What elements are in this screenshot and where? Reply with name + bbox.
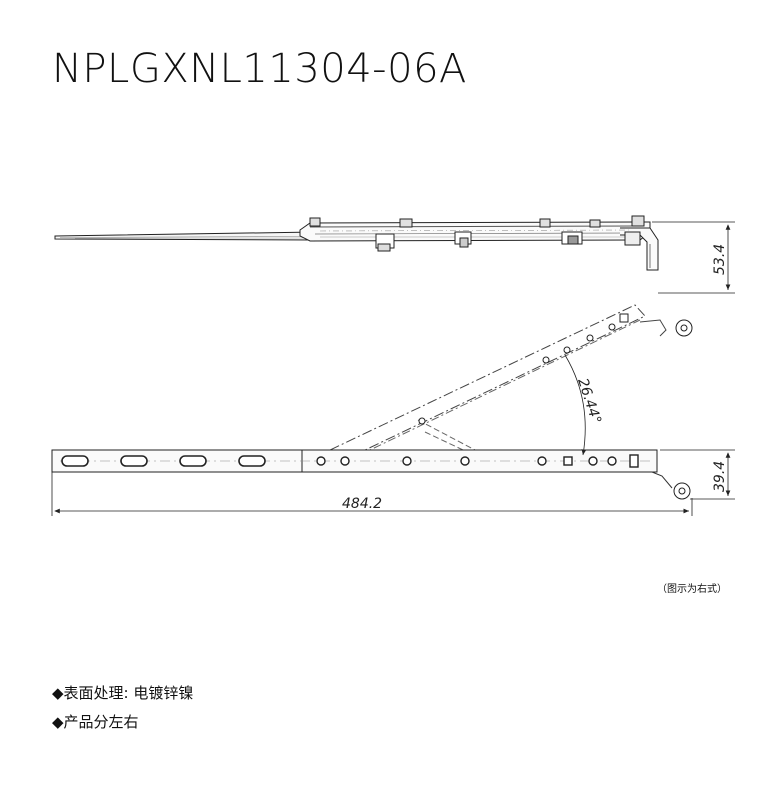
right-hand-note: （图示为右式） xyxy=(657,584,727,595)
closed-hinge-side-view xyxy=(54,215,659,271)
spec-left-right: ◆产品分左右 xyxy=(52,713,139,731)
dimension-label-length: 484.2 xyxy=(342,496,382,512)
dimension-label-height-open: 39.4 xyxy=(712,461,728,492)
dimension-53-4 xyxy=(652,221,735,294)
angle-indicator xyxy=(564,354,587,456)
dimension-label-height-closed: 53.4 xyxy=(712,244,728,275)
spec-surface-treatment: ◆表面处理: 电镀锌镍 xyxy=(52,684,194,702)
dimension-484-2 xyxy=(51,472,693,516)
product-code-title: NPLGXNL11304-06A xyxy=(52,46,467,92)
hinge-plan-view xyxy=(51,304,693,500)
dimension-39-4 xyxy=(660,449,735,500)
dimension-label-angle: 26.44° xyxy=(574,376,604,426)
